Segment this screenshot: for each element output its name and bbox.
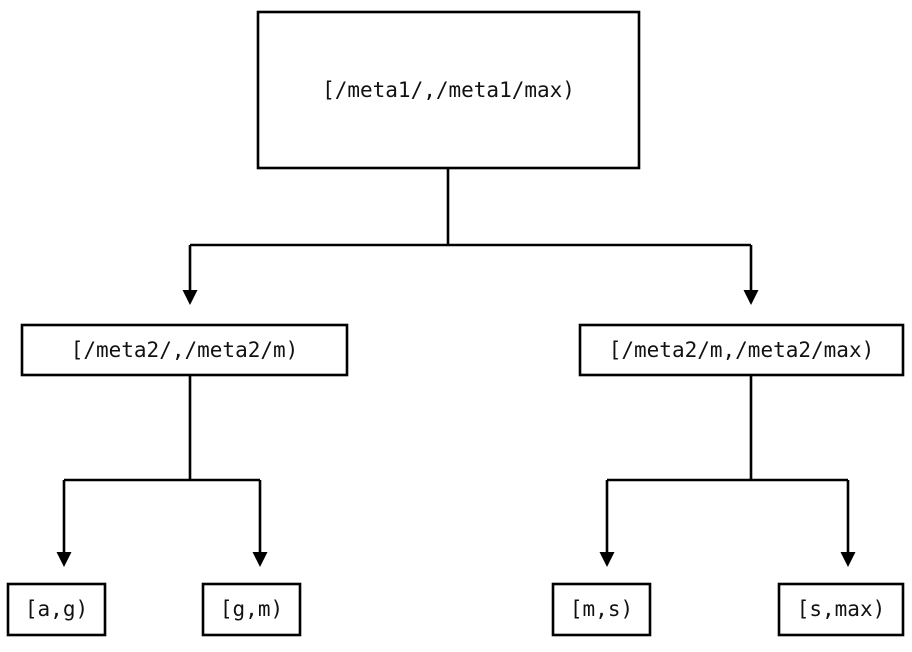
node-mid-right-box[interactable]	[578, 323, 905, 377]
node-leaf-a-g-box[interactable]	[6, 582, 107, 637]
node-leaf-a-g[interactable]: [a,g)	[6, 582, 107, 637]
node-leaf-a-g-label: [a,g)	[25, 597, 88, 621]
edge-group	[56, 168, 856, 567]
node-leaf-s-max-label: [s,max)	[797, 597, 886, 621]
node-mid-right-label: [/meta2/m,/meta2/max)	[609, 338, 875, 362]
arrowhead-leaf-a-g	[56, 552, 72, 567]
arrowhead-mid-left	[182, 290, 198, 305]
arrowhead-leaf-g-m	[252, 552, 268, 567]
node-root-box[interactable]	[256, 10, 641, 170]
node-mid-right[interactable]: [/meta2/m,/meta2/max)	[578, 323, 905, 377]
node-leaf-m-s[interactable]: [m,s)	[551, 582, 652, 637]
node-root[interactable]: [/meta1/,/meta1/max)	[256, 10, 641, 170]
node-mid-left-label: [/meta2/,/meta2/m)	[71, 338, 299, 362]
arrowhead-leaf-s-max	[840, 552, 856, 567]
node-leaf-s-max-box[interactable]	[777, 582, 905, 637]
node-leaf-g-m-label: [g,m)	[220, 597, 283, 621]
node-leaf-m-s-label: [m,s)	[570, 597, 633, 621]
node-leaf-m-s-box[interactable]	[551, 582, 652, 637]
node-leaf-g-m[interactable]: [g,m)	[201, 582, 302, 637]
node-mid-left-box[interactable]	[20, 323, 349, 377]
node-group: [/meta1/,/meta1/max) [/meta2/,/meta2/m) …	[6, 10, 905, 637]
arrowhead-leaf-m-s	[599, 552, 615, 567]
node-leaf-g-m-box[interactable]	[201, 582, 302, 637]
node-root-label: [/meta1/,/meta1/max)	[322, 78, 575, 102]
arrowhead-mid-right	[743, 290, 759, 305]
node-leaf-s-max[interactable]: [s,max)	[777, 582, 905, 637]
node-mid-left[interactable]: [/meta2/,/meta2/m)	[20, 323, 349, 377]
